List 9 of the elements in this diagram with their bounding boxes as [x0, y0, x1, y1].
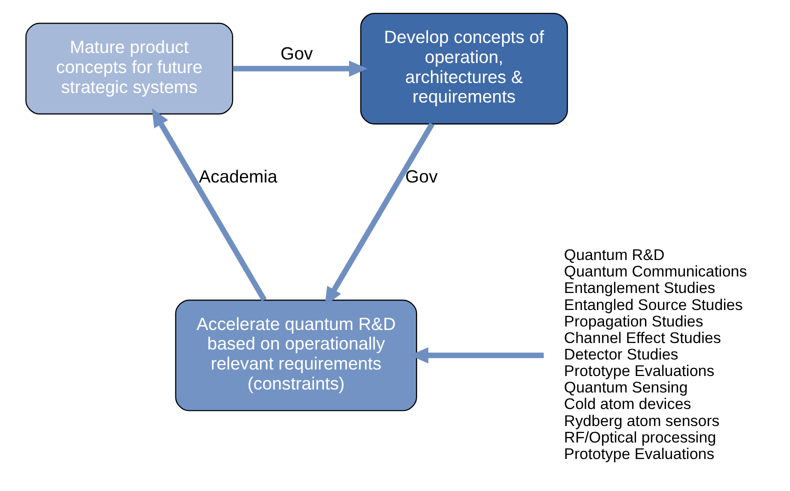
edge-label: Academia	[198, 166, 278, 186]
node-box: Mature product concepts for future strategic systems	[25, 22, 234, 114]
arrow	[232, 60, 368, 76]
arrow	[152, 108, 267, 301]
node-text: Quantum R&D Quantum Communications Entanglement Studies Entangled Source Studies Propagation Studies Channel Effect Studies Detector Studies Prototype Evaluations Quantum Sensing Cold atom devices Rydberg atom sensors RF/Optical processing Prototype Evaluations	[564, 246, 747, 462]
edge-label: Gov	[405, 166, 438, 186]
node-box: Accelerate quantum R&D based on operationally relevant requirements (constraints)	[175, 299, 418, 411]
node-box: Develop concepts of operation, architectures & requirements	[360, 12, 568, 124]
edge-label: Gov	[280, 43, 313, 64]
